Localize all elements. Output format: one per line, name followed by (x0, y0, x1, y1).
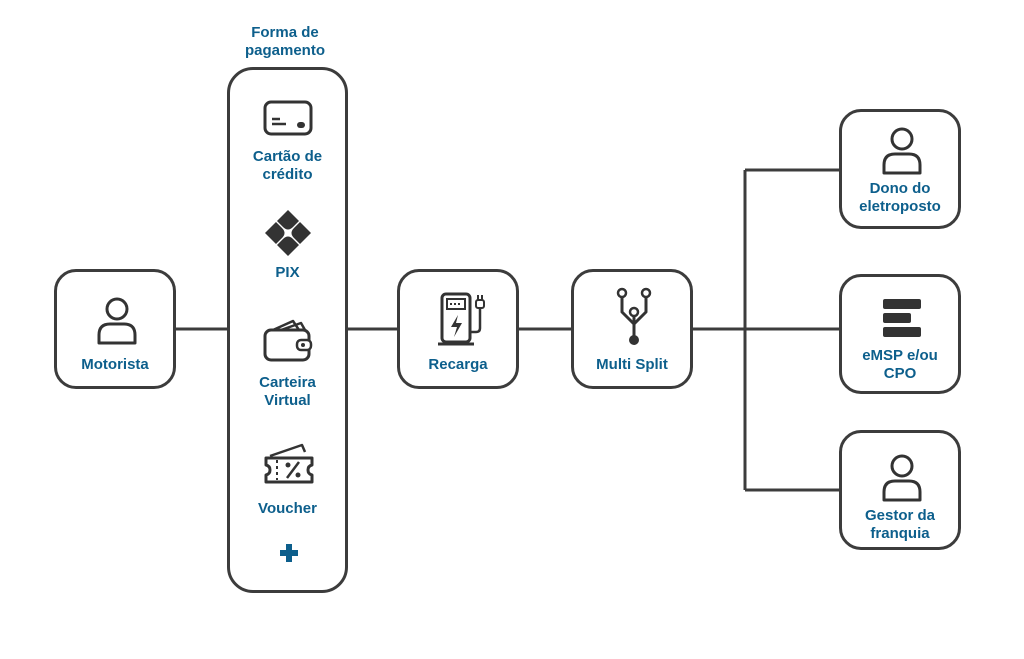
card-label-line2: crédito (262, 166, 313, 183)
payment-panel: Cartão de crédito PIX Carteira Virtual V… (227, 67, 348, 593)
split-icon (616, 287, 652, 345)
charging-station-icon (438, 292, 485, 346)
gestor-label-line2: franquia (870, 525, 930, 542)
dono-label: Dono do eletroposto (842, 180, 958, 216)
motorista-node: Motorista (54, 269, 176, 389)
voucher-icon (264, 443, 314, 484)
wallet-icon (263, 319, 313, 362)
payment-title-line1: Forma de (251, 24, 319, 41)
emsp-logo-icon (883, 299, 921, 337)
payment-title-line2: pagamento (244, 42, 325, 59)
emsp-label-line2: CPO (883, 365, 917, 382)
card-label: Cartão de crédito (230, 148, 345, 184)
dono-node: Dono do eletroposto (839, 109, 961, 229)
gestor-label-line1: Gestor da (864, 507, 936, 524)
payment-title: Forma de pagamento (215, 24, 355, 60)
wallet-label: Carteira Virtual (230, 374, 345, 410)
credit-card-icon (263, 100, 313, 136)
person-icon (97, 297, 137, 345)
wallet-label-line1: Carteira (259, 374, 316, 391)
card-label-line1: Cartão de (252, 148, 323, 165)
plus-icon (280, 544, 298, 562)
person-icon (882, 127, 922, 175)
split-label: Multi Split (596, 356, 668, 373)
pix-label: PIX (275, 264, 300, 281)
gestor-node: Gestor da franquia (839, 430, 961, 550)
emsp-label: eMSP e/ou CPO (842, 347, 958, 383)
recarga-label: Recarga (428, 356, 488, 373)
gestor-label: Gestor da franquia (842, 507, 958, 543)
wallet-label-line2: Virtual (264, 392, 311, 409)
dono-label-line1: Dono do (869, 180, 931, 197)
dono-label-line2: eletroposto (859, 198, 941, 215)
motorista-label: Motorista (81, 356, 149, 373)
emsp-label-line1: eMSP e/ou (862, 347, 938, 364)
pix-icon (265, 210, 311, 256)
voucher-label: Voucher (258, 500, 317, 517)
split-node: Multi Split (571, 269, 693, 389)
emsp-node: eMSP e/ou CPO (839, 274, 961, 394)
person-icon (882, 454, 922, 502)
recarga-node: Recarga (397, 269, 519, 389)
